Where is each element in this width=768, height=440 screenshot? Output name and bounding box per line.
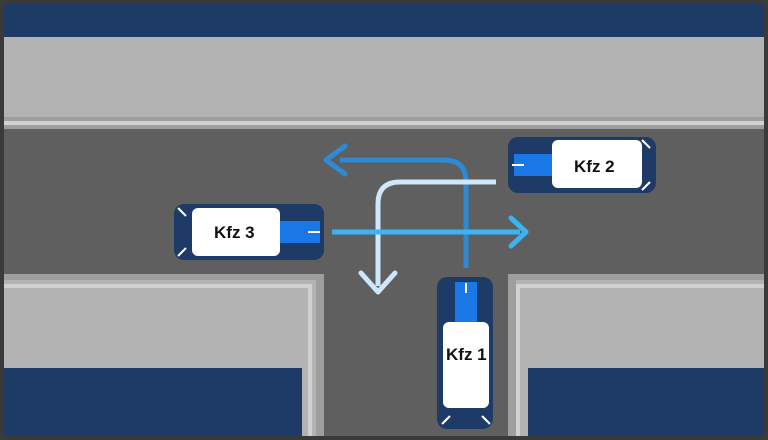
vehicle-kfz1: Kfz 1 (437, 277, 493, 429)
building-top (4, 4, 764, 37)
vehicle-label-kfz2: Kfz 2 (574, 157, 615, 176)
car-window (443, 322, 489, 408)
vehicle-label-kfz1: Kfz 1 (446, 345, 487, 364)
corner-bottom-right (508, 274, 764, 436)
car-stripe (276, 221, 320, 243)
arrow-straight (332, 215, 529, 249)
corner-bottom-left (4, 274, 324, 436)
vehicle-kfz3: Kfz 3 (174, 204, 324, 260)
car-window (192, 208, 280, 256)
building-bottom-left (4, 368, 302, 436)
arrow-down-turn (358, 179, 496, 295)
curb-line-top (4, 121, 764, 125)
vehicle-kfz2: Kfz 2 (508, 137, 656, 193)
car-stripe (514, 154, 558, 176)
vehicle-label-kfz3: Kfz 3 (214, 223, 255, 242)
building-bottom-right (528, 368, 764, 436)
car-stripe (455, 282, 477, 328)
sidewalk-top (4, 37, 764, 117)
car-window (552, 140, 642, 188)
